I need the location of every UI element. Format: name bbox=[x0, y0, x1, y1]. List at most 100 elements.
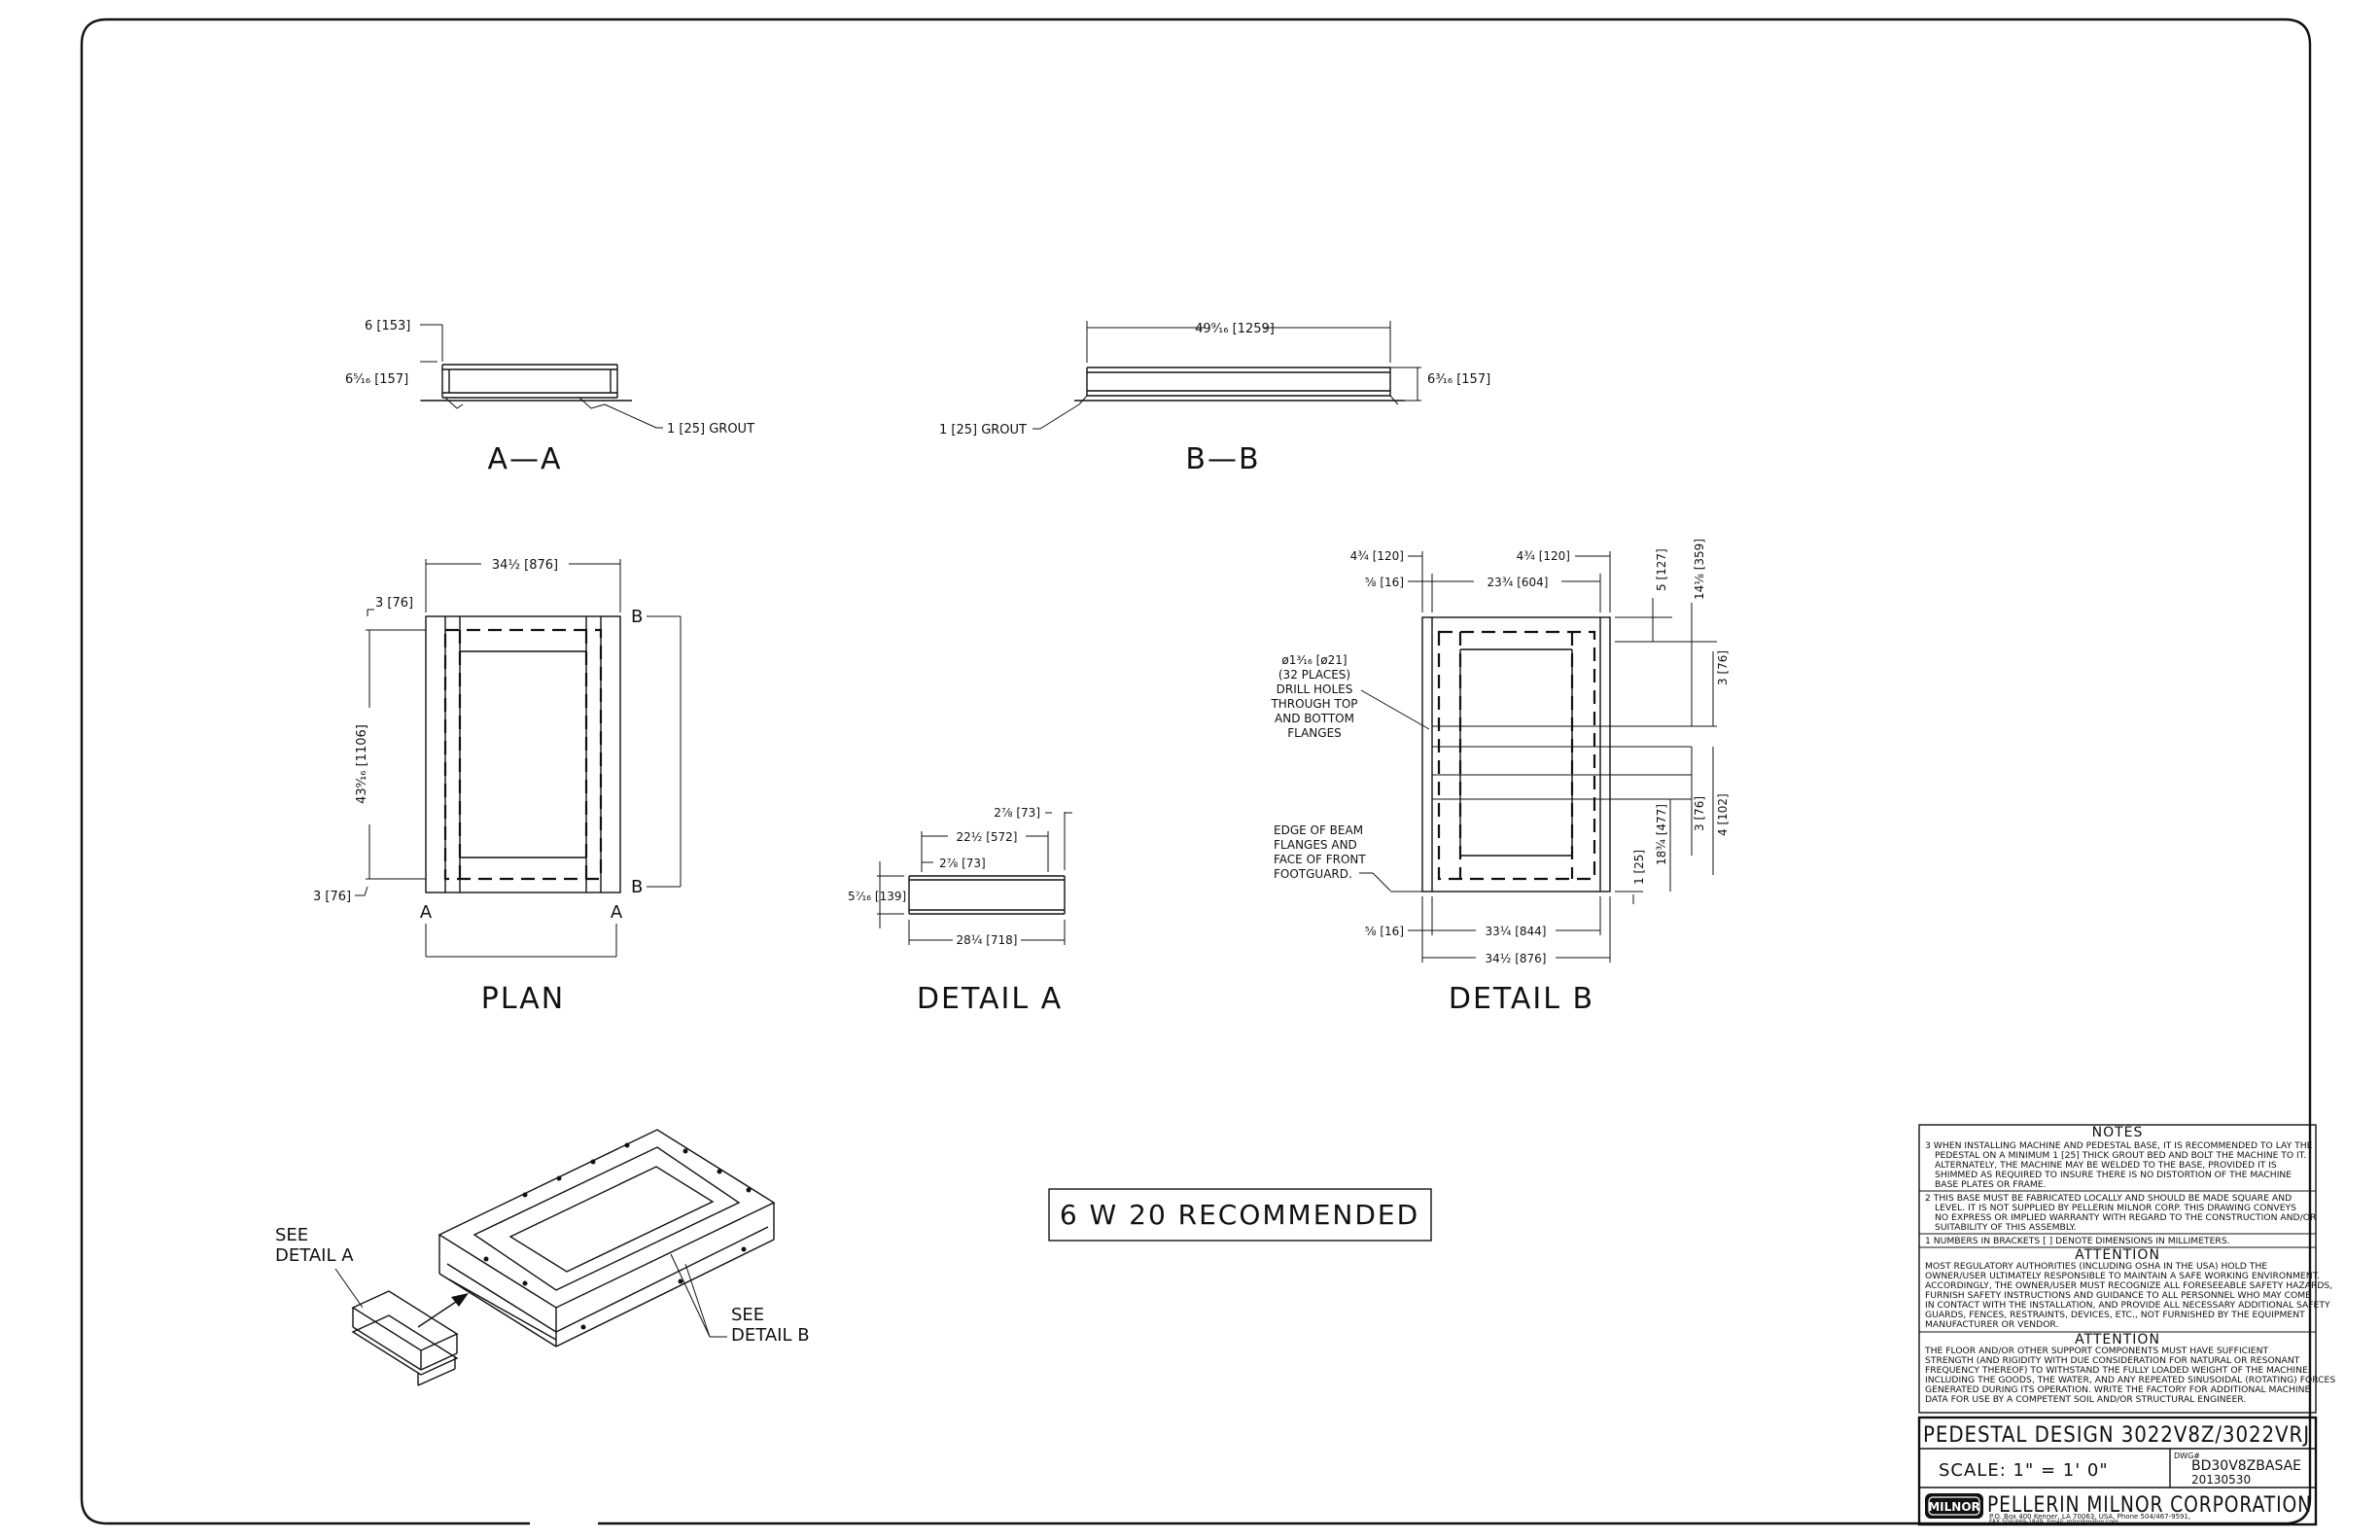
holes-line-3: DRILL HOLES bbox=[1277, 682, 1353, 696]
detail-b-holes-note: ø1³⁄₁₆ [ø21] (32 PLACES) DRILL HOLES THR… bbox=[1270, 653, 1430, 740]
detail-b-d-bot-left: ⅝ [16] bbox=[1365, 925, 1404, 938]
plan-mark-b-bottom: B bbox=[631, 877, 643, 897]
see-detail-a-2: DETAIL A bbox=[275, 1245, 354, 1266]
note-3-line-3: ALTERNATELY, THE MACHINE MAY BE WELDED T… bbox=[1935, 1160, 2277, 1171]
att2-line-6: DATA FOR USE BY A COMPETENT SOIL AND/OR … bbox=[1925, 1394, 2246, 1405]
note-3-line-5: BASE PLATES OR FRAME. bbox=[1935, 1179, 2047, 1190]
logo-text: MILNOR bbox=[1928, 1500, 1980, 1514]
att1-line-1: MOST REGULATORY AUTHORITIES (INCLUDING O… bbox=[1925, 1261, 2267, 1272]
att2-line-4: INCLUDING THE GOODS, THE WATER, AND ANY … bbox=[1925, 1375, 2335, 1385]
detail-b-d-bot-outer: 34½ [876] bbox=[1486, 952, 1547, 965]
detail-b-d-r3: 3 [76] bbox=[1716, 650, 1730, 685]
note-1: 1 NUMBERS IN BRACKETS [ ] DENOTE DIMENSI… bbox=[1925, 1236, 2230, 1246]
detail-b-d-top-left: 4¾ [120] bbox=[1350, 549, 1404, 563]
detail-b-d-bot-inner: 33¼ [844] bbox=[1486, 925, 1547, 938]
holes-line-6: FLANGES bbox=[1287, 726, 1342, 740]
attention-2-title: ATTENTION bbox=[2075, 1332, 2160, 1348]
edge-line-1: EDGE OF BEAM bbox=[1274, 823, 1363, 837]
recommended-label: 6 W 20 RECOMMENDED bbox=[1060, 1199, 1419, 1231]
aa-dim-left: 6⁵⁄₁₆ [157] bbox=[345, 372, 408, 387]
note-3-line-4: SHIMMED AS REQUIRED TO INSURE THERE IS N… bbox=[1935, 1170, 2292, 1180]
dwg-date: 20130530 bbox=[2191, 1473, 2251, 1487]
holes-line-4: THROUGH TOP bbox=[1270, 697, 1357, 711]
see-detail-b-2: DETAIL B bbox=[731, 1325, 810, 1346]
aa-dim-top: 6 [153] bbox=[365, 319, 410, 333]
plan-dim-width: 34½ [876] bbox=[492, 558, 558, 573]
milnor-logo: MILNOR bbox=[1925, 1493, 1983, 1519]
note-3-line-1: 3 WHEN INSTALLING MACHINE AND PEDESTAL B… bbox=[1925, 1140, 2313, 1151]
plan-dim-height: 43⁹⁄₁₆ [1106] bbox=[355, 724, 369, 804]
detail-a-title: DETAIL A bbox=[917, 982, 1063, 1016]
detail-a-d2: 22½ [572] bbox=[957, 830, 1018, 844]
note-2-line-3: NO EXPRESS OR IMPLIED WARRANTY WITH REGA… bbox=[1935, 1212, 2317, 1223]
dwg-number: BD30V8ZBASAE bbox=[2191, 1458, 2301, 1474]
detail-b-title: DETAIL B bbox=[1449, 982, 1594, 1016]
holes-line-2: (32 PLACES) bbox=[1278, 668, 1350, 682]
drawing-title: PEDESTAL DESIGN 3022V8Z/3022VRJ bbox=[1923, 1423, 2310, 1448]
att1-line-6: GUARDS, FENCES, RESTRAINTS, DEVICES, ETC… bbox=[1925, 1310, 2305, 1320]
see-detail-a-1: SEE bbox=[275, 1225, 308, 1245]
notes-block: NOTES 3 WHEN INSTALLING MACHINE AND PEDE… bbox=[1918, 1124, 2335, 1414]
detail-a-d1: 2⅞ [73] bbox=[994, 806, 1040, 820]
bb-grout-label: 1 [25] GROUT bbox=[939, 423, 1027, 438]
detail-b-d-r5: 3 [76] bbox=[1693, 796, 1706, 831]
aa-title: A—A bbox=[487, 442, 562, 476]
detail-b-edge-note: EDGE OF BEAM FLANGES AND FACE OF FRONT F… bbox=[1274, 823, 1422, 892]
bb-title: B—B bbox=[1185, 442, 1260, 476]
detail-b-d-inner: 23¾ [604] bbox=[1488, 576, 1549, 589]
detail-b-d-r1: 5 [127] bbox=[1655, 548, 1668, 591]
att1-line-4: FURNISH SAFETY INSTRUCTIONS AND GUIDANCE… bbox=[1925, 1290, 2311, 1301]
plan-dim-bottom-left: 3 [76] bbox=[313, 890, 351, 904]
detail-a-d5: 28¼ [718] bbox=[957, 933, 1018, 947]
plan-view: 34½ [876] 3 [76] 43⁹⁄₁₆ [1106] 3 [76] B … bbox=[313, 558, 682, 1016]
notes-title: NOTES bbox=[2092, 1125, 2144, 1140]
sheet-border bbox=[80, 18, 2312, 1525]
att1-line-5: IN CONTACT WITH THE INSTALLATION, AND PR… bbox=[1925, 1300, 2330, 1311]
detail-a-d3: 2⅞ [73] bbox=[939, 857, 986, 870]
attention-1-title: ATTENTION bbox=[2075, 1247, 2160, 1263]
detail-b-d-flange: ⅝ [16] bbox=[1365, 576, 1404, 589]
detail-a-d4: 5⁷⁄₁₆ [139] bbox=[848, 890, 906, 903]
see-detail-b-1: SEE bbox=[731, 1305, 764, 1325]
section-b-b: 49⁹⁄₁₆ [1259] 6³⁄₁₆ [157] 1 [25] GROUT B… bbox=[939, 321, 1490, 476]
detail-b-d-r4: 4 [102] bbox=[1716, 793, 1730, 836]
bb-dim-top: 49⁹⁄₁₆ [1259] bbox=[1195, 322, 1275, 336]
title-block: PEDESTAL DESIGN 3022V8Z/3022VRJ SCALE: 1… bbox=[1917, 1416, 2318, 1526]
plan-mark-a-right: A bbox=[611, 902, 623, 923]
edge-line-3: FACE OF FRONT bbox=[1274, 853, 1366, 866]
detail-b-d-r7: 1 [25] bbox=[1632, 850, 1646, 885]
detail-b-d-top-right: 4¾ [120] bbox=[1517, 549, 1570, 563]
aa-grout-label: 1 [25] GROUT bbox=[667, 422, 754, 437]
att2-line-5: GENERATED DURING ITS OPERATION. WRITE TH… bbox=[1925, 1384, 2310, 1395]
att2-line-3: FREQUENCY THEREOF) TO WITHSTAND THE FULL… bbox=[1925, 1365, 2308, 1376]
company-address-1: P.O. Box 400 Kenner, LA 70063, USA, Phon… bbox=[1989, 1513, 2190, 1521]
holes-line-1: ø1³⁄₁₆ [ø21] bbox=[1281, 653, 1347, 667]
detail-a: 2⅞ [73] 22½ [572] 2⅞ [73] 5⁷⁄₁₆ [139] 28… bbox=[848, 806, 1072, 1016]
plan-title: PLAN bbox=[481, 982, 565, 1016]
holes-line-5: AND BOTTOM bbox=[1275, 712, 1354, 725]
att1-line-2: OWNER/USER ULTIMATELY RESPONSIBLE TO MAI… bbox=[1925, 1271, 2320, 1281]
bb-dim-right: 6³⁄₁₆ [157] bbox=[1427, 372, 1490, 387]
isometric-view: SEE DETAIL A SEE DETAIL B bbox=[275, 1129, 810, 1386]
plan-mark-a-left: A bbox=[420, 902, 433, 923]
detail-b-d-r2: 14⅛ [359] bbox=[1693, 539, 1706, 600]
note-2-line-2: LEVEL. IT IS NOT SUPPLIED BY PELLERIN MI… bbox=[1935, 1203, 2296, 1213]
drawing-scale: SCALE: 1" = 1' 0" bbox=[1939, 1460, 2109, 1481]
att1-line-3: ACCORDINGLY, THE OWNER/USER MUST RECOGNI… bbox=[1925, 1280, 2332, 1291]
note-3-line-2: PEDESTAL ON A MINIMUM 1 [25] THICK GROUT… bbox=[1935, 1150, 2306, 1161]
note-2-line-4: SUITABILITY OF THIS ASSEMBLY. bbox=[1935, 1222, 2076, 1233]
detail-b: 4¾ [120] 4¾ [120] ⅝ [16] 23¾ [604] 5 [12… bbox=[1270, 539, 1730, 1016]
att2-line-2: STRENGTH (AND RIGIDITY WITH DUE CONSIDER… bbox=[1925, 1355, 2300, 1366]
plan-mark-b-top: B bbox=[631, 607, 643, 627]
section-a-a: 6 [153] 6⁵⁄₁₆ [157] 1 [25] GROUT A—A bbox=[345, 319, 754, 476]
company-address-2: FAX 504/469-1849, Email: mlnr@milnor.com bbox=[1989, 1519, 2118, 1525]
dwg-label: DWG# bbox=[2174, 1452, 2200, 1460]
detail-b-d-r6: 18¾ [477] bbox=[1655, 804, 1668, 865]
plan-dim-top-left: 3 [76] bbox=[375, 596, 413, 611]
company-name: PELLERIN MILNOR CORPORATION bbox=[1987, 1493, 2312, 1518]
iso-bolt-holes bbox=[483, 1142, 752, 1330]
edge-line-2: FLANGES AND bbox=[1274, 838, 1357, 852]
note-2-line-1: 2 THIS BASE MUST BE FABRICATED LOCALLY A… bbox=[1925, 1193, 2292, 1204]
att1-line-7: MANUFACTURER OR VENDOR. bbox=[1925, 1319, 2058, 1330]
